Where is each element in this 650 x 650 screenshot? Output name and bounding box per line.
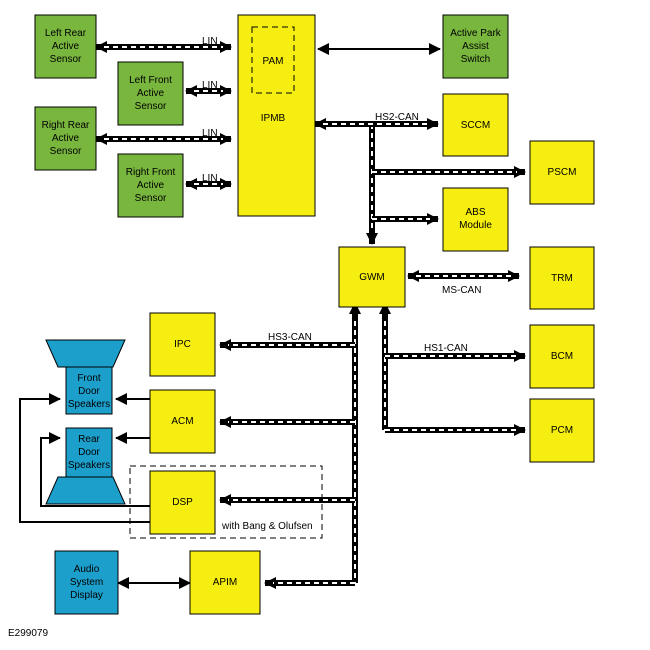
dsp-to-front-speakers-wire — [19, 393, 150, 523]
left-front-active-sensor: Left Front Active Sensor — [117, 61, 184, 126]
abs-module: ABS Module — [442, 187, 509, 252]
hardwired-connections — [19, 43, 441, 589]
svg-text:Front: Front — [77, 373, 101, 384]
right-front-active-sensor: Right Front Active Sensor — [117, 153, 184, 218]
lin-label-left-rear: LIN — [202, 36, 218, 47]
rear-door-speakers: Rear Door Speakers — [45, 427, 126, 505]
hs3-can-label: HS3-CAN — [268, 332, 312, 343]
svg-text:Active Park: Active Park — [450, 28, 502, 39]
hs1-can-label: HS1-CAN — [424, 343, 468, 354]
svg-text:Sensor: Sensor — [50, 146, 82, 157]
audio-system-display: Audio System Display — [54, 550, 119, 615]
lin-label-left-front: LIN — [202, 80, 218, 91]
svg-text:ABS: ABS — [465, 207, 485, 218]
svg-text:Rear: Rear — [78, 434, 100, 445]
svg-text:PSCM: PSCM — [548, 167, 577, 178]
svg-text:Sensor: Sensor — [135, 101, 167, 112]
ipc-module: IPC — [149, 312, 216, 377]
svg-text:Door: Door — [78, 386, 100, 397]
pscm-module: PSCM — [529, 140, 595, 205]
dsp-to-rear-speakers-wire — [40, 432, 150, 507]
bang-olufsen-option-box — [129, 465, 323, 539]
svg-text:Switch: Switch — [461, 54, 490, 65]
svg-text:Active: Active — [52, 41, 80, 52]
svg-text:Active: Active — [137, 88, 165, 99]
trm-module: TRM — [529, 246, 595, 310]
bang-olufsen-label: with Bang & Olufsen — [221, 521, 313, 532]
svg-text:APIM: APIM — [213, 577, 237, 588]
active-park-assist-switch: Active Park Assist Switch — [442, 14, 509, 79]
svg-text:BCM: BCM — [551, 351, 573, 362]
can-bus-trunks — [352, 124, 388, 583]
svg-text:System: System — [70, 577, 103, 588]
svg-text:SCCM: SCCM — [461, 120, 490, 131]
hs2-can-label: HS2-CAN — [375, 112, 419, 123]
svg-text:Left Rear: Left Rear — [45, 28, 87, 39]
svg-text:Right Rear: Right Rear — [42, 120, 90, 131]
lin-label-right-front: LIN — [202, 173, 218, 184]
ipmb-label: IPMB — [261, 113, 286, 124]
ipmb-module: PAM IPMB — [237, 14, 316, 217]
svg-text:Active: Active — [52, 133, 80, 144]
pam-label: PAM — [263, 56, 284, 67]
svg-text:ACM: ACM — [171, 416, 193, 427]
svg-text:Active: Active — [137, 180, 165, 191]
svg-text:DSP: DSP — [172, 497, 193, 508]
gwm-module: GWM — [338, 246, 406, 308]
dsp-module: DSP — [149, 470, 216, 535]
figure-code: E299079 — [8, 628, 49, 639]
pam-submodule-box — [251, 26, 295, 94]
front-speaker-horn — [45, 339, 126, 368]
sccm-module: SCCM — [442, 93, 509, 157]
left-rear-active-sensor: Left Rear Active Sensor — [34, 14, 97, 79]
svg-text:Assist: Assist — [462, 41, 489, 52]
svg-text:TRM: TRM — [551, 273, 573, 284]
svg-text:Module: Module — [459, 220, 492, 231]
apim-module: APIM — [189, 550, 261, 615]
svg-text:Left Front: Left Front — [129, 75, 172, 86]
pcm-module: PCM — [529, 398, 595, 463]
svg-text:Speakers: Speakers — [68, 460, 110, 471]
svg-text:IPC: IPC — [174, 339, 191, 350]
svg-text:Display: Display — [70, 590, 103, 601]
svg-text:Audio: Audio — [74, 564, 100, 575]
svg-text:Sensor: Sensor — [135, 193, 167, 204]
ms-can-label: MS-CAN — [442, 285, 481, 296]
svg-text:Right Front: Right Front — [126, 167, 176, 178]
svg-text:Speakers: Speakers — [68, 399, 110, 410]
lin-label-right-rear: LIN — [202, 128, 218, 139]
right-rear-active-sensor: Right Rear Active Sensor — [34, 106, 97, 171]
svg-text:PCM: PCM — [551, 425, 573, 436]
svg-text:Door: Door — [78, 447, 100, 458]
svg-text:GWM: GWM — [359, 272, 385, 283]
rear-speaker-horn — [45, 476, 126, 505]
bcm-module: BCM — [529, 324, 595, 389]
front-door-speakers: Front Door Speakers — [45, 339, 126, 415]
svg-text:Sensor: Sensor — [50, 54, 82, 65]
acm-module: ACM — [149, 389, 216, 454]
